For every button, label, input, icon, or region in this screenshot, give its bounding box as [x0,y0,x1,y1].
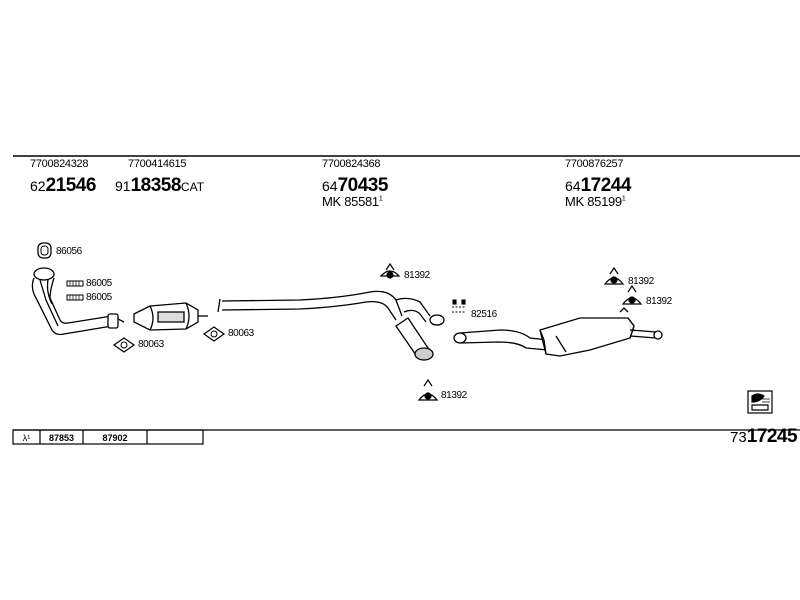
oe-number-1: 7700824328 [30,158,89,170]
mk-text: MK 85199 [565,194,622,209]
rear-silencer-icon [539,307,663,357]
oe-number-2: 7700414615 [128,158,187,170]
mount-81392-icon [603,266,625,285]
label-80063: 80063 [228,328,254,339]
bolt-86005-icon [66,294,84,301]
gasket-80063-icon [202,326,226,342]
mount-81392-icon [417,378,439,401]
footer-cell: 87853 [48,433,75,443]
label-86005: 86005 [86,292,112,303]
part-main: 18358 [130,175,182,196]
intermediate-pipe-icon [217,290,445,326]
middle-silencer-icon [395,317,434,361]
oe-number-3: 7700824368 [322,158,381,170]
bolt-86005-icon [66,280,84,287]
part-number-3: 6470435 [322,175,388,197]
catalog-prefix: 73 [730,429,747,446]
label-80063: 80063 [138,339,164,350]
label-86056: 86056 [56,246,82,257]
label-81392: 81392 [404,270,430,281]
mk-number-3: MK 855811 [322,194,383,209]
part-main: 17244 [580,175,632,196]
catalog-icon [747,390,773,414]
mk-superscript: 1 [621,195,626,203]
part-prefix: 64 [322,178,338,194]
part-prefix: 62 [30,178,46,194]
mk-superscript: 1 [378,195,383,203]
gasket-86056-icon [37,242,52,259]
front-pipe-icon [31,267,125,336]
label-81392: 81392 [441,390,467,401]
oe-number-4: 7700876257 [565,158,624,170]
footer-table [12,429,204,445]
mount-81392-icon [379,262,401,279]
part-suffix: CAT [180,180,205,194]
label-81392: 81392 [646,296,672,307]
mount-81392-icon [621,284,643,305]
mk-number-4: MK 851991 [565,194,626,209]
catalog-number: 7317245 [730,426,798,448]
clamp-82516-icon [452,299,466,313]
part-prefix: 64 [565,178,581,194]
tail-pipe-icon [453,329,549,351]
label-86005: 86005 [86,278,112,289]
mk-text: MK 85581 [322,194,379,209]
catalytic-converter-icon [133,302,208,331]
gasket-80063-icon [112,337,136,353]
lambda-symbol: λ¹ [22,433,31,443]
part-number-4: 6417244 [565,175,631,197]
part-main: 21546 [45,175,97,196]
label-81392: 81392 [628,276,654,287]
footer-cell: 87902 [102,433,128,443]
part-number-1: 6221546 [30,175,96,197]
part-number-2: 9118358CAT [115,175,204,197]
part-prefix: 91 [115,178,131,194]
part-main: 70435 [337,175,389,196]
catalog-main: 17245 [746,426,798,447]
label-82516: 82516 [471,309,497,320]
